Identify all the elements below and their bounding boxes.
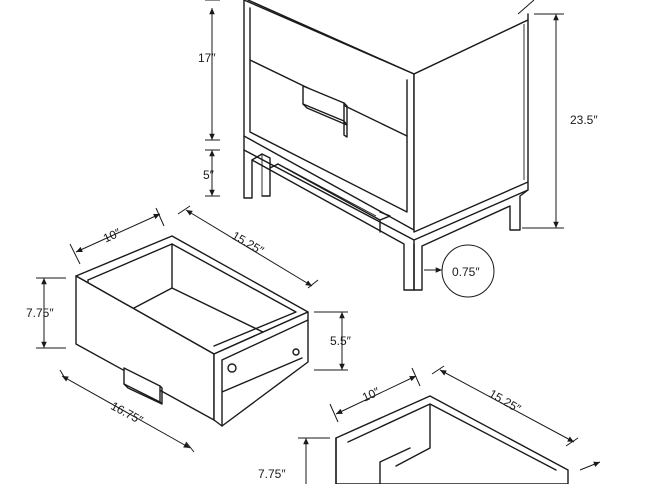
label-top-drawer-7-75in: 7.75″ [26,306,54,320]
nightstand [243,0,529,291]
label-17in: 17″ [198,51,216,65]
label-bottom-drawer-15-25in: 15.25″ [487,386,524,416]
lower-drawer-front [249,63,408,213]
top-drawer [75,235,309,427]
front-right-leg [413,189,529,291]
label-bottom-drawer-10in: 10″ [360,384,382,404]
label-5in: 5″ [203,168,215,182]
top-drawer-side [213,311,309,427]
bottom-drawer-top-opening [335,395,569,484]
label-0-75in: 0.75″ [452,265,480,279]
label-23-5in: 23.5″ [570,113,598,127]
top-drawer-cam-upper [227,363,237,373]
dimension-lines [36,0,601,484]
leg-thickness-callout [441,244,495,298]
bottom-drawer-inner-panel [379,447,411,484]
top-drawer-cam-lower [292,348,300,356]
label-bottom-drawer-7-75in: 7.75″ [258,467,286,481]
label-top-drawer-5-5in: 5.5″ [330,334,352,348]
label-top-drawer-10in: 10″ [101,225,123,245]
label-top-drawer-15-25in: 15.25″ [230,228,267,258]
front-left-leg [243,149,415,291]
cabinet-side [413,19,529,233]
bottom-drawer [335,395,569,484]
label-top-drawer-16-75in: 16.75″ [108,399,146,428]
